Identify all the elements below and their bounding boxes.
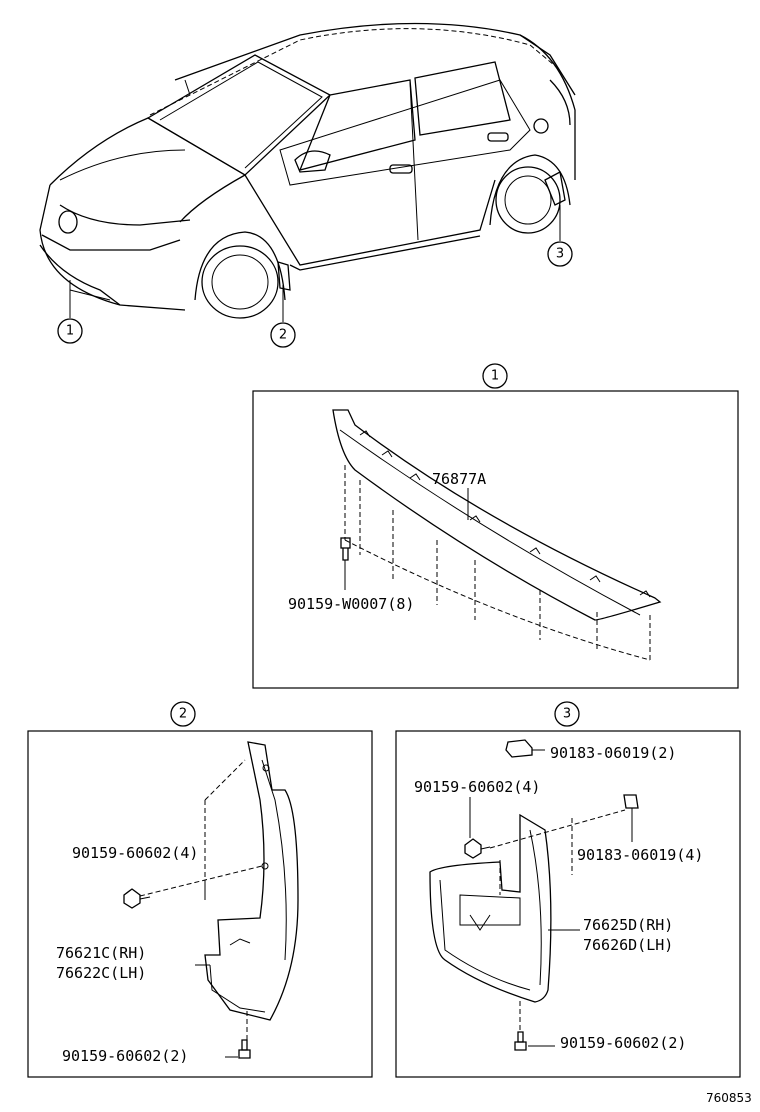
clip-90183-side-drawing [623,794,639,842]
car-overview-illustration [39,22,576,319]
callout-3-panel: 3 [554,701,580,727]
svg-text:3: 3 [563,707,571,722]
screw-panel2-bottom-drawing [238,1039,251,1059]
part-90159-60602-4-p3-label: 90159-60602(4) [414,778,540,796]
panel-3-frame [395,730,741,1078]
front-lower-spoiler-drawing [332,409,662,661]
screw-90159-W0007-drawing [340,537,351,590]
svg-text:1: 1 [66,324,74,339]
rear-mudguard-drawing [429,813,552,1003]
screw-panel2-top-drawing [123,888,151,909]
part-76626D-label: 76626D(LH) [583,936,673,954]
svg-text:2: 2 [179,707,187,722]
callout-1-panel: 1 [482,363,508,389]
svg-text:3: 3 [556,247,564,262]
callout-2-panel: 2 [170,701,196,727]
part-76625D-label: 76625D(RH) [583,916,673,934]
figure-code: 760853 [706,1091,752,1105]
screw-panel3-bottom-drawing [514,1031,527,1051]
callout-3-car: 3 [547,241,573,267]
part-90159-60602-2-p3-label: 90159-60602(2) [560,1034,686,1052]
part-90183-06019-4-label: 90183-06019(4) [577,846,703,864]
svg-text:1: 1 [491,369,499,384]
panel-2-frame [27,730,373,1078]
part-90159-60602-4-label: 90159-60602(4) [72,844,198,862]
screw-panel3-top-drawing [464,838,491,859]
part-76877A-label: 76877A [432,470,486,488]
part-90183-06019-2-label: 90183-06019(2) [550,744,676,762]
clip-90183-top-drawing [505,739,545,758]
part-90159-W0007-label: 90159-W0007(8) [288,595,414,613]
part-76622C-label: 76622C(LH) [56,964,146,982]
callout-2-car: 2 [270,322,296,348]
callout-1-car: 1 [57,318,83,344]
panel-1-frame [252,390,739,689]
svg-text:2: 2 [279,328,287,343]
part-76621C-label: 76621C(RH) [56,944,146,962]
part-90159-60602-2-label: 90159-60602(2) [62,1047,188,1065]
front-mudguard-drawing [204,741,299,1021]
